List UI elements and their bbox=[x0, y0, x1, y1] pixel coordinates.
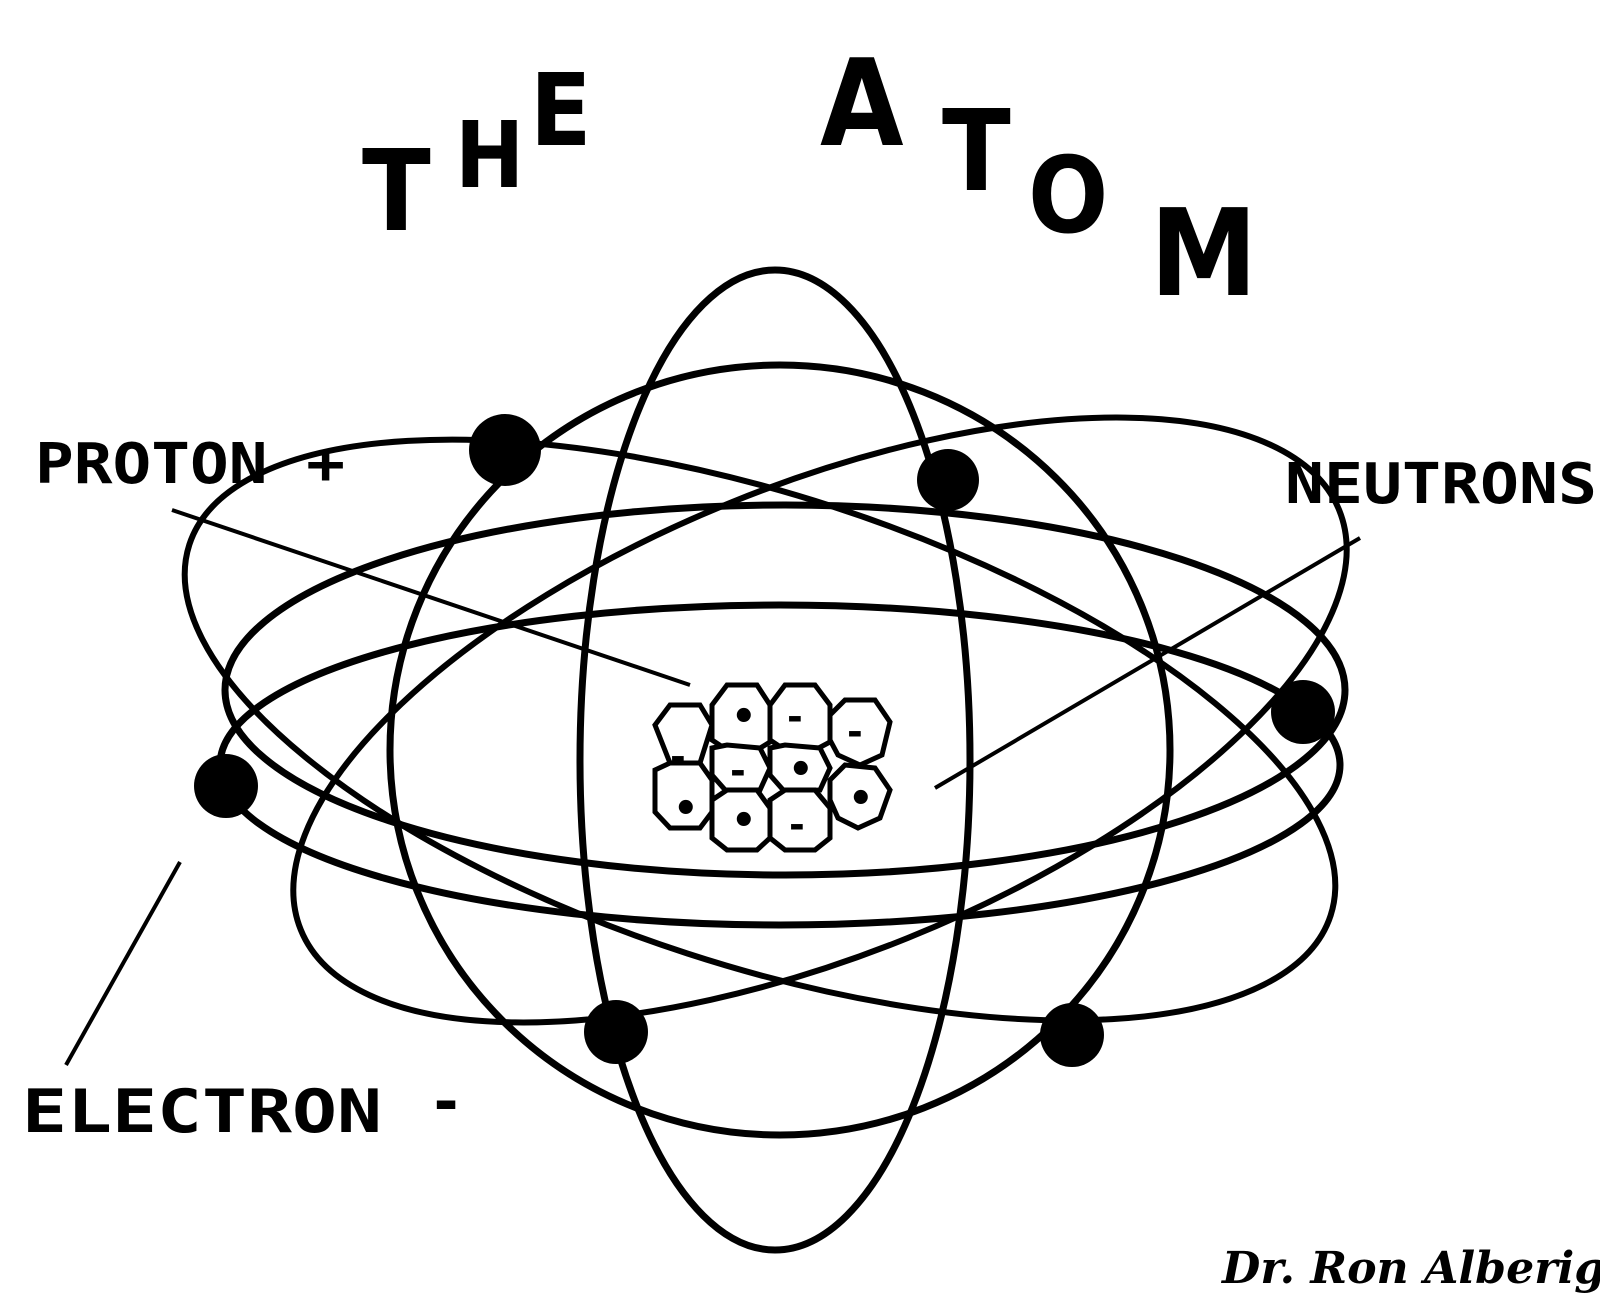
title-word-atom: A T O M bbox=[820, 35, 1257, 324]
electron-dot bbox=[917, 449, 979, 511]
title-letter-t1: T bbox=[362, 127, 431, 257]
neutrons-label: NEUTRONS bbox=[1285, 452, 1597, 517]
electron-dot bbox=[584, 1000, 648, 1064]
title-letter-t2: T bbox=[942, 87, 1011, 217]
author-signature: Dr. Ron Alberigi bbox=[1220, 1243, 1600, 1294]
charge-sign: - bbox=[670, 735, 686, 779]
charge-sign: • bbox=[731, 694, 757, 740]
charge-sign: - bbox=[730, 749, 746, 793]
title-letter-m: M bbox=[1150, 185, 1257, 324]
title-letter-e: E bbox=[530, 52, 591, 169]
electron-dot bbox=[194, 754, 258, 818]
title-letter-h: H bbox=[455, 102, 524, 209]
electron-dot bbox=[1271, 680, 1335, 744]
charge-sign: - bbox=[789, 803, 805, 847]
charge-sign: • bbox=[673, 786, 699, 832]
neutrons-leader-line bbox=[935, 538, 1360, 788]
electron-dot bbox=[1040, 1003, 1104, 1067]
electron-charge-label: - bbox=[428, 1067, 464, 1137]
title-word-the: T H E bbox=[362, 52, 591, 257]
proton-leader-line bbox=[172, 510, 690, 685]
charge-sign: • bbox=[848, 776, 874, 822]
charge-sign: - bbox=[847, 710, 863, 754]
charge-sign: • bbox=[788, 747, 814, 793]
title-letter-o: O bbox=[1028, 135, 1108, 257]
charge-sign: - bbox=[787, 695, 803, 739]
proton-label: PROTON + bbox=[35, 432, 345, 497]
electron-label: ELECTRON bbox=[22, 1077, 382, 1147]
electron-leader-line bbox=[66, 862, 180, 1065]
charge-sign: • bbox=[731, 798, 757, 844]
electron-dot bbox=[469, 414, 541, 486]
title-letter-a: A bbox=[820, 35, 904, 174]
